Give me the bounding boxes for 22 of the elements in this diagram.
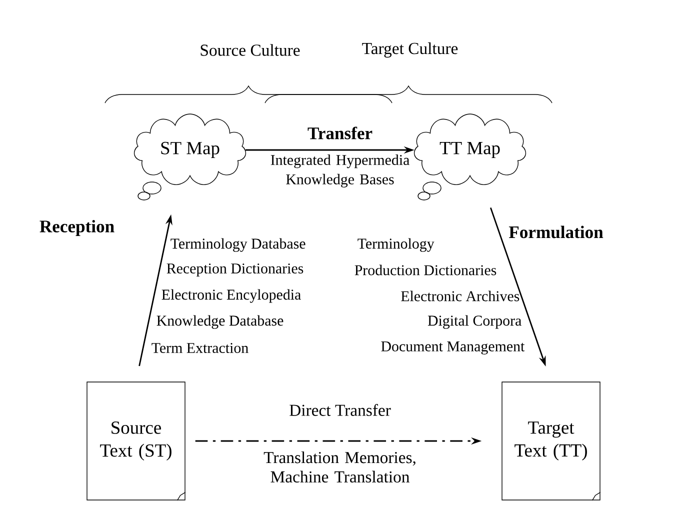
text-label: Term Extraction: [152, 342, 248, 353]
text-label: Electronic Encylopedia: [162, 289, 301, 303]
culture-label: Source Culture: [200, 44, 300, 56]
thought-cloud: ST Map: [134, 114, 246, 200]
document-box: Target Text (TT): [502, 382, 601, 501]
text-label: Integrated Hypermedia Knowledge Bases: [270, 154, 410, 188]
text-label: Electronic Archives: [401, 290, 520, 302]
thought-cloud: TT Map: [414, 114, 526, 200]
text-label: Terminology Database: [170, 238, 306, 252]
edge-label: Formulation: [508, 226, 604, 238]
text-label: Translation Memories, Machine Translation: [264, 451, 416, 483]
edge-label: Reception: [40, 220, 114, 236]
text-label: Reception Dictionaries: [166, 263, 304, 277]
text-label: Knowledge Database: [156, 315, 284, 329]
text-label: Terminology: [358, 238, 434, 252]
document-box: Source Text (ST): [86, 382, 186, 501]
edge-label: Transfer: [308, 126, 372, 140]
text-label: Production Dictionaries: [354, 264, 496, 276]
culture-label: Target Culture: [362, 42, 458, 58]
text-label: Document Management: [381, 342, 525, 354]
text-label: Digital Corpora: [428, 315, 522, 329]
edge-label: Direct Transfer: [290, 404, 391, 416]
